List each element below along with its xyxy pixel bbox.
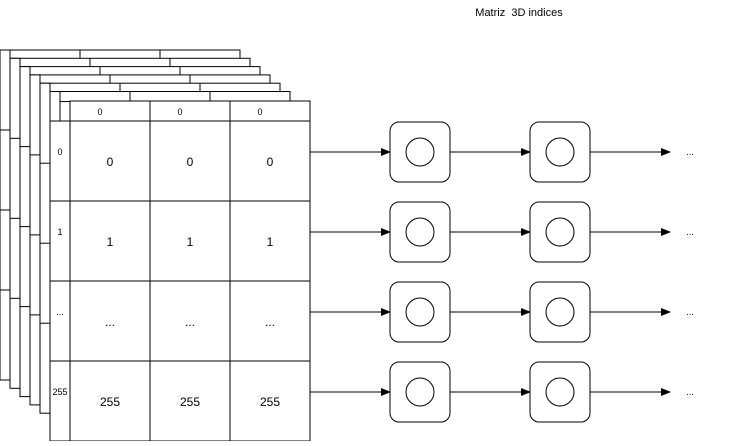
- list-node-circle-icon: [545, 137, 575, 167]
- matrix-cell-value: 1: [267, 235, 274, 249]
- matrix-cell-value: 1: [187, 235, 194, 249]
- cube-layer-top-strip: [49, 91, 291, 102]
- matrix-cell-value: 0: [187, 155, 194, 169]
- chain-continuation-label: ...: [686, 387, 694, 397]
- row-header-label: 0: [57, 147, 62, 157]
- matrix-cell-value: 0: [267, 155, 274, 169]
- row-header-label: ...: [56, 307, 64, 317]
- cube-layer-side-strip: [0, 49, 11, 381]
- column-header-label: 0: [257, 107, 262, 117]
- matrix-cell-value: 0: [107, 155, 114, 169]
- matrix-cell-value: 255: [260, 395, 280, 409]
- matrix-cell: [149, 200, 231, 282]
- cube-layer-side-strip: [29, 74, 41, 406]
- list-node-circle-icon: [545, 217, 575, 247]
- diagram-title: Matriz 3D indices: [475, 7, 563, 19]
- matrix-cell: [149, 360, 231, 442]
- matrix-cell: [229, 360, 311, 442]
- matrix-cell-value: ...: [265, 315, 275, 329]
- matrix-cell-value: 255: [100, 395, 120, 409]
- matrix-cell-value: ...: [105, 315, 115, 329]
- matrix-cell: [229, 200, 311, 282]
- matrix-cell-value: ...: [185, 315, 195, 329]
- chain-continuation-label: ...: [686, 227, 694, 237]
- front-header-strip: [69, 100, 311, 122]
- list-node-circle-icon: [405, 377, 435, 407]
- matrix-cell-value: 1: [107, 235, 114, 249]
- matrix-cell: [229, 280, 311, 362]
- list-node-circle-icon: [545, 297, 575, 327]
- list-node-circle-icon: [545, 377, 575, 407]
- list-node-circle-icon: [405, 137, 435, 167]
- linked-lists: ............: [310, 121, 694, 423]
- matrix-cell-value: 255: [180, 395, 200, 409]
- cube-layer-side-strip: [19, 66, 31, 398]
- row-header-label: 1: [57, 227, 62, 237]
- column-header-label: 0: [97, 107, 102, 117]
- chain-continuation-label: ...: [686, 147, 694, 157]
- cube-front-face: 0 0 0 0 1... 255 0 0 0 1 1 1......... 255 255 255: [49, 100, 311, 442]
- cube-layer-side-strip: [39, 82, 51, 414]
- matrix-cell: [69, 360, 151, 442]
- matrix-cell: [69, 120, 151, 202]
- chain-continuation-label: ...: [686, 307, 694, 317]
- list-node-circle-icon: [405, 217, 435, 247]
- matrix-cell: [149, 120, 231, 202]
- list-node-circle-icon: [405, 297, 435, 327]
- row-header-label: 255: [52, 387, 67, 397]
- column-header-label: 0: [177, 107, 182, 117]
- cube-layer-side-strip: [9, 57, 21, 389]
